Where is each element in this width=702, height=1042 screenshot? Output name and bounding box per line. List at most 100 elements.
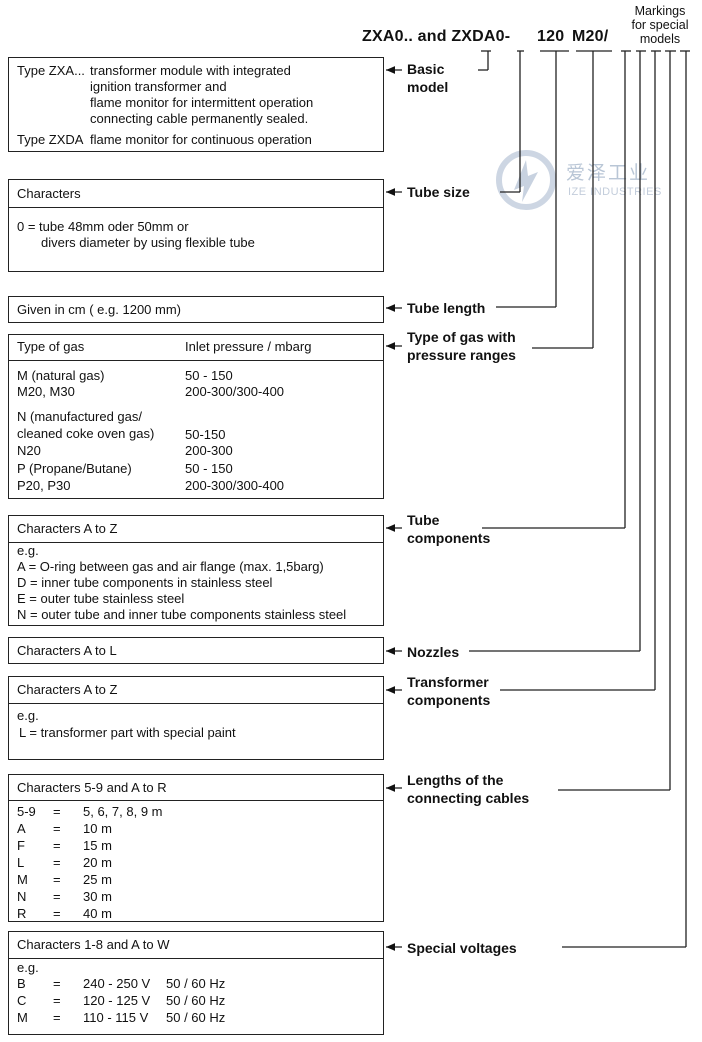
markings-label-line3: models	[639, 32, 681, 46]
label-tube-components-line2: components	[407, 530, 491, 546]
tube-size-line2: divers diameter by using flexible tube	[41, 235, 255, 250]
gas-row-6: P20, P30 200-300/300-400	[17, 478, 377, 494]
tube-components-header: Characters A to Z	[9, 516, 383, 543]
cable-eq: =	[53, 906, 61, 921]
cable-value: 20 m	[83, 855, 112, 870]
cable-row: A = 10 m	[17, 821, 317, 837]
cable-code: L	[17, 855, 25, 870]
cable-row: N = 30 m	[17, 889, 317, 905]
voltage-code: B	[17, 976, 26, 991]
voltage-freq: 50 / 60 Hz	[166, 1010, 226, 1025]
tube-size-header-text: Characters	[17, 186, 81, 201]
voltage-code: M	[17, 1010, 28, 1025]
tube-components-line0: e.g.	[17, 543, 39, 558]
tube-components-line2: D = inner tube components in stainless s…	[17, 575, 273, 590]
tube-length-box: Given in cm ( e.g. 1200 mm)	[8, 296, 384, 323]
cable-row: L = 20 m	[17, 855, 317, 871]
gas-pressure: 50 - 150	[185, 368, 233, 383]
model-code-length: 120	[537, 28, 565, 45]
cable-row: F = 15 m	[17, 838, 317, 854]
gas-pressure: 50-150	[185, 427, 226, 442]
cable-code: N	[17, 889, 27, 904]
nozzles-box: Characters A to L	[8, 637, 384, 664]
label-transformer-line1: Transformer	[407, 674, 489, 690]
tube-size-header: Characters	[9, 180, 383, 208]
type-zxa-line1: transformer module with integrated	[90, 63, 291, 78]
gas-name: cleaned coke oven gas)	[17, 426, 155, 441]
label-tube-length: Tube length	[407, 300, 486, 316]
gas-pressure: 200-300/300-400	[185, 384, 285, 399]
type-zxda-key: Type ZXDA	[17, 132, 84, 147]
gas-row-4: N20 200-300	[17, 443, 377, 459]
gas-name: P (Propane/Butane)	[17, 461, 132, 476]
label-basic-model: Basic model	[407, 60, 448, 96]
tube-components-line3: E = outer tube stainless steel	[17, 591, 185, 606]
type-zxa-line3: flame monitor for intermittent operation	[90, 95, 314, 110]
cable-eq: =	[53, 838, 61, 853]
watermark-cn: 爱泽工业	[566, 163, 651, 184]
cable-eq: =	[53, 889, 61, 904]
tube-size-line1: 0 = tube 48mm oder 50mm or	[17, 219, 189, 234]
gas-pressure: 50 - 150	[185, 461, 233, 476]
voltage-row: B = 240 - 250 V 50 / 60 Hz	[17, 976, 317, 992]
cables-header-text: Characters 5-9 and A to R	[17, 780, 167, 795]
markings-label-line1: Markings	[634, 4, 686, 18]
label-transformer-line2: components	[407, 692, 491, 708]
voltages-header: Characters 1-8 and A to W	[9, 932, 383, 959]
label-voltages: Special voltages	[407, 940, 517, 956]
voltages-box: Characters 1-8 and A to W e.g. B = 240 -…	[8, 931, 384, 1035]
cables-header: Characters 5-9 and A to R	[9, 775, 383, 801]
voltage-row: C = 120 - 125 V 50 / 60 Hz	[17, 993, 317, 1009]
transformer-line1: L = transformer part with special paint	[19, 725, 236, 740]
cables-box: Characters 5-9 and A to R 5-9 = 5, 6, 7,…	[8, 774, 384, 922]
cable-value: 10 m	[83, 821, 112, 836]
cable-value: 25 m	[83, 872, 112, 887]
type-zxa-desc: transformer module with integrated ignit…	[90, 63, 313, 127]
cable-eq: =	[53, 821, 61, 836]
label-cables: Lengths of the connecting cables	[407, 771, 529, 807]
type-zxda-desc: flame monitor for continuous operation	[90, 132, 312, 147]
voltages-eg: e.g.	[17, 960, 39, 975]
type-zxa-key: Type ZXA...	[17, 63, 85, 78]
gas-row-0: M (natural gas) 50 - 150	[17, 368, 377, 384]
voltage-eq: =	[53, 1010, 61, 1025]
transformer-line0: e.g.	[17, 708, 39, 723]
cable-code: R	[17, 906, 27, 921]
cable-row: R = 40 m	[17, 906, 317, 922]
gas-type-header: Type of gas Inlet pressure / mbarg	[9, 335, 383, 361]
voltage-freq: 50 / 60 Hz	[166, 993, 226, 1008]
gas-pressure: 200-300/300-400	[185, 478, 285, 493]
label-transformer: Transformer components	[407, 673, 490, 709]
gas-name: M20, M30	[17, 384, 75, 399]
voltage-range: 120 - 125 V	[83, 993, 151, 1008]
label-tube-size: Tube size	[407, 184, 470, 200]
transformer-box: Characters A to Z e.g. L = transformer p…	[8, 676, 384, 760]
tube-components-line1: A = O-ring between gas and air flange (m…	[17, 559, 324, 574]
nozzles-text: Characters A to L	[17, 643, 117, 658]
model-code-gas: M20/	[572, 28, 609, 45]
cable-value: 5, 6, 7, 8, 9 m	[83, 804, 163, 819]
model-code-part1: ZXA0.. and ZXDA0-	[362, 28, 511, 45]
markings-label-line2: for special	[631, 18, 689, 32]
cable-row: M = 25 m	[17, 872, 317, 888]
gas-type-box: Type of gas Inlet pressure / mbarg M (na…	[8, 334, 384, 499]
gas-row-1: M20, M30 200-300/300-400	[17, 384, 377, 400]
watermark-logo-icon	[496, 150, 556, 210]
type-zxa-line4: connecting cable permanently sealed.	[90, 111, 309, 126]
gas-pressure: 200-300	[185, 443, 233, 458]
label-gas-type-line2: pressure ranges	[407, 347, 516, 363]
voltage-range: 240 - 250 V	[83, 976, 151, 991]
label-basic-model-line1: Basic	[407, 61, 445, 77]
gas-name: N20	[17, 443, 41, 458]
transformer-header-text: Characters A to Z	[17, 682, 118, 697]
tube-components-line4: N = outer tube and inner tube components…	[17, 607, 347, 622]
type-zxa-line2: ignition transformer and	[90, 79, 227, 94]
cable-row: 5-9 = 5, 6, 7, 8, 9 m	[17, 804, 317, 820]
label-nozzles: Nozzles	[407, 644, 460, 660]
voltages-header-text: Characters 1-8 and A to W	[17, 937, 170, 952]
cable-eq: =	[53, 872, 61, 887]
tube-size-box: Characters 0 = tube 48mm oder 50mm or di…	[8, 179, 384, 272]
label-cables-line1: Lengths of the	[407, 772, 504, 788]
gas-type-col1-header: Type of gas	[17, 339, 85, 354]
tube-components-box: Characters A to Z e.g. A = O-ring betwee…	[8, 515, 384, 626]
